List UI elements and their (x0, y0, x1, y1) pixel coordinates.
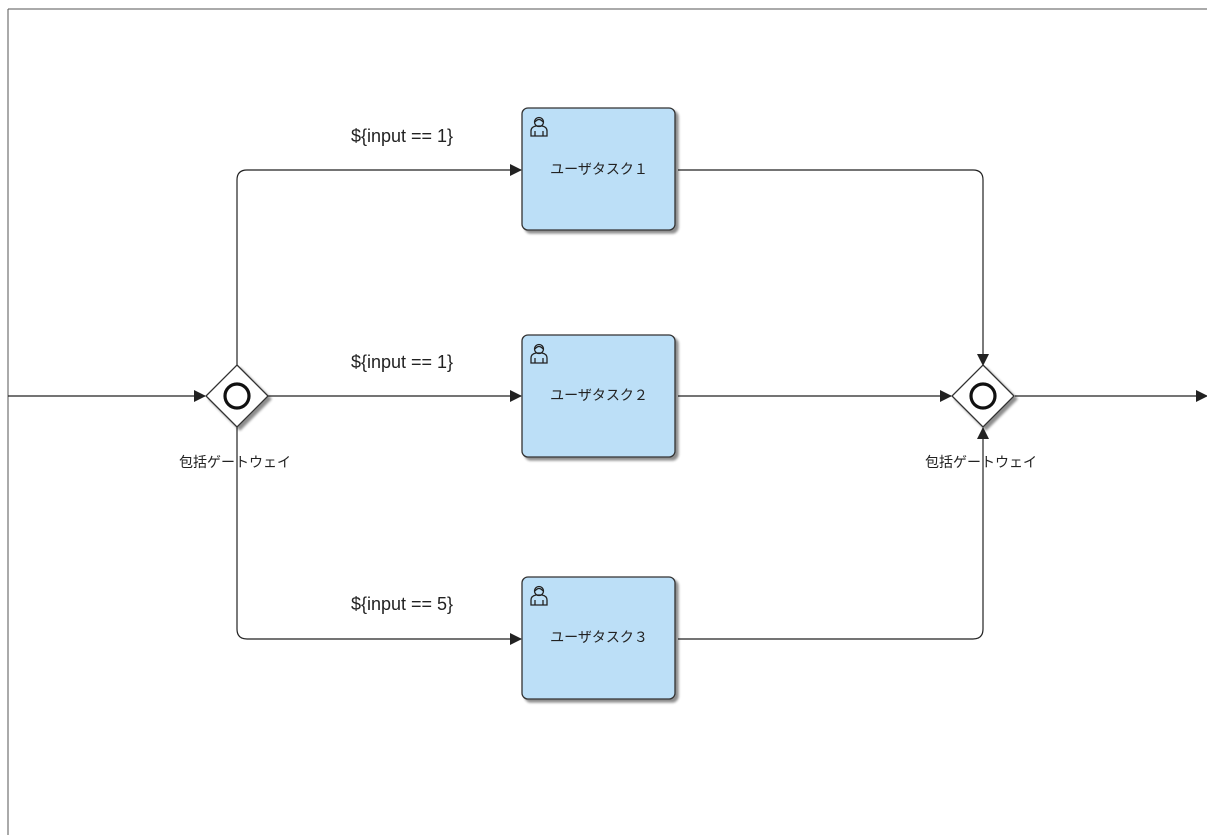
user-icon (530, 585, 548, 606)
condition-label-task2: ${input == 1} (351, 352, 453, 372)
user-task-3[interactable]: ユーザタスク３ (521, 576, 676, 700)
task-label: ユーザタスク１ (550, 161, 648, 177)
gateway-label: 包括ゲートウェイ (925, 454, 1037, 470)
flow-task1-to-join[interactable] (678, 169, 989, 366)
inclusive-circle-icon (969, 382, 997, 410)
user-task-1[interactable]: ユーザタスク１ (521, 107, 676, 231)
user-task-2[interactable]: ユーザタスク２ (521, 334, 676, 458)
gateway-diamond (951, 364, 1015, 428)
inclusive-circle-icon (223, 382, 251, 410)
flow-gateway-to-task3[interactable] (236, 427, 522, 645)
task-label: ユーザタスク３ (550, 629, 648, 645)
task-box (521, 576, 676, 700)
flow-gateway-to-task1[interactable] (236, 164, 522, 365)
condition-label-task1: ${input == 1} (351, 126, 453, 146)
sequence-flows (8, 164, 1207, 645)
flow-task3-to-join[interactable] (678, 427, 989, 640)
task-box (521, 107, 676, 231)
inclusive-gateway-join[interactable]: 包括ゲートウェイ (925, 364, 1037, 470)
user-icon (530, 343, 548, 364)
gateway-diamond (205, 364, 269, 428)
condition-label-task3: ${input == 5} (351, 594, 453, 614)
task-label: ユーザタスク２ (550, 387, 648, 403)
user-icon (530, 116, 548, 137)
gateway-label: 包括ゲートウェイ (179, 454, 291, 470)
task-box (521, 334, 676, 458)
inclusive-gateway-split[interactable]: 包括ゲートウェイ (179, 364, 291, 470)
